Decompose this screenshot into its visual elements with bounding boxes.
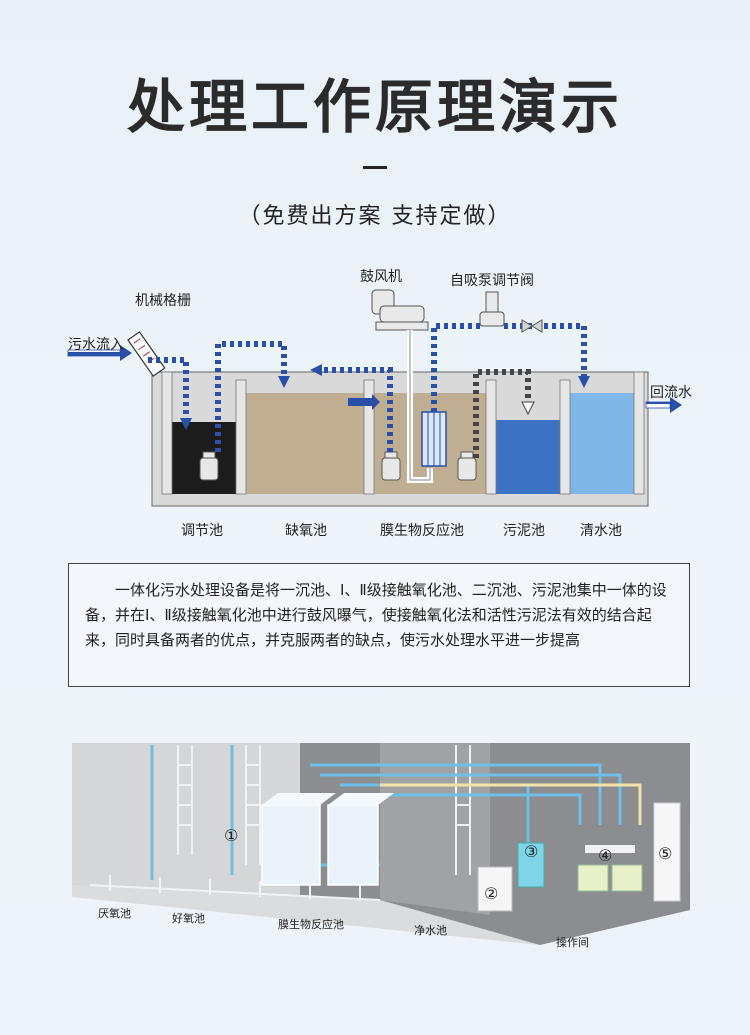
pipe-mbr-to-sludge bbox=[473, 369, 531, 458]
control-valve bbox=[521, 319, 543, 333]
iso-label-anoxic: 厌氧池 bbox=[98, 907, 131, 920]
isometric-equipment-diagram: ① ② ③ ④ ⑤ bbox=[72, 743, 690, 945]
floor-grid bbox=[89, 875, 381, 901]
iso-label-clean: 净水池 bbox=[414, 924, 447, 937]
sludge-tank bbox=[496, 420, 560, 494]
description-text: 一体化污水处理设备是将一沉池、Ⅰ、Ⅱ级接触氧化池、二沉池、污泥池集中一体的设备，… bbox=[85, 581, 667, 649]
page-subtitle: （免费出方案 支持定做） bbox=[238, 204, 512, 229]
membrane-tanks bbox=[261, 793, 394, 886]
inflow-label: 污水流入 bbox=[68, 337, 124, 353]
markers: ① ② ③ ④ ⑤ bbox=[224, 826, 672, 903]
title-divider bbox=[363, 166, 387, 169]
pump-valve-label: 自吸泵调节阀 bbox=[450, 273, 534, 289]
pipe-return-to-anoxic bbox=[320, 367, 393, 452]
pump-mbr-right bbox=[457, 451, 477, 481]
tank-label-anoxic: 缺氧池 bbox=[285, 523, 327, 539]
page-title: 处理工作原理演示 bbox=[126, 73, 623, 141]
tank-label-regulating: 调节池 bbox=[181, 523, 223, 539]
flow-arrow-anoxic-to-mbr bbox=[348, 394, 380, 410]
iso-label-control: 操作间 bbox=[556, 936, 589, 949]
pump-mbr-left bbox=[381, 451, 401, 481]
anoxic-tank bbox=[246, 393, 364, 494]
tank-label-clear: 清水池 bbox=[580, 523, 622, 539]
return-water-label: 回流水 bbox=[650, 385, 692, 401]
process-flow-diagram bbox=[67, 289, 682, 507]
clear-tank bbox=[570, 393, 634, 494]
control-equipment bbox=[477, 802, 681, 912]
pump-regulating bbox=[199, 451, 219, 481]
tank-label-mbr: 膜生物反应池 bbox=[380, 523, 464, 539]
membrane-module bbox=[421, 411, 447, 467]
blower-label: 鼓风机 bbox=[360, 269, 402, 285]
description-box: 一体化污水处理设备是将一沉池、Ⅰ、Ⅱ级接触氧化池、二沉池、污泥池集中一体的设备，… bbox=[68, 563, 690, 687]
inflow-arrow bbox=[67, 345, 132, 361]
pipe-pump-to-clear bbox=[504, 323, 587, 378]
self-priming-pump bbox=[479, 291, 505, 327]
marker-1: ① bbox=[224, 826, 238, 845]
return-water-arrow bbox=[645, 397, 682, 413]
marker-3: ③ bbox=[524, 842, 538, 861]
marker-5: ⑤ bbox=[658, 844, 672, 863]
mechanical-screen bbox=[127, 331, 166, 377]
screen-label: 机械格栅 bbox=[135, 293, 191, 309]
tank-label-sludge: 污泥池 bbox=[503, 523, 545, 539]
iso-label-aerobic: 好氧池 bbox=[172, 912, 205, 925]
iso-label-mbr: 膜生物反应池 bbox=[278, 918, 344, 931]
blower bbox=[371, 289, 429, 331]
marker-2: ② bbox=[484, 884, 498, 903]
marker-4: ④ bbox=[598, 846, 612, 865]
